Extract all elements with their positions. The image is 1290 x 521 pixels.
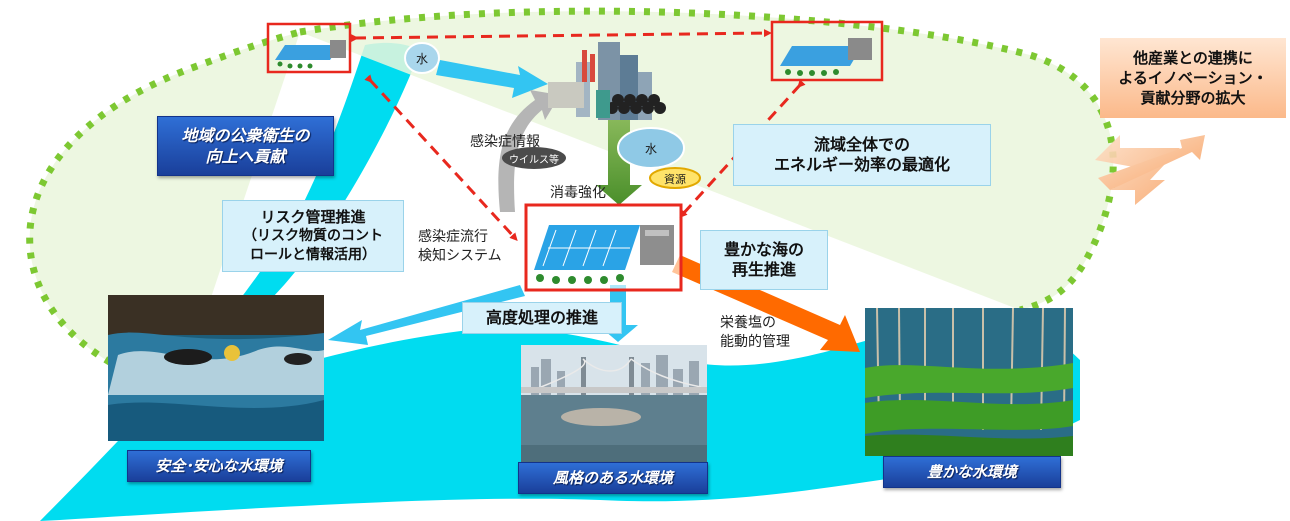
advanced-treatment-label: 高度処理の推進 [485, 308, 598, 327]
epidemic-line-1: 感染症流行 [418, 229, 488, 245]
dotted-region-border [26, 7, 1117, 394]
energy-line-1: 流域全体での [813, 135, 910, 154]
resource-badge [649, 167, 701, 189]
red-dashed-right [679, 79, 806, 218]
water-badge-center [617, 127, 685, 169]
water-badge-top [404, 42, 440, 74]
city-to-plant-arrow [596, 120, 642, 205]
industry-line-2: よるイノベーション・ [1118, 69, 1268, 87]
infection-info-arrow [498, 90, 560, 212]
water-label-top: 水 [415, 52, 428, 66]
infection-info-label: 感染症情報 [470, 134, 540, 150]
sea-line-2: 再生推進 [731, 260, 796, 279]
risk-line-1: リスク管理推進 [260, 207, 366, 226]
risk-line-3: ロールと情報活用） [250, 246, 376, 263]
rich-environment-banner: 豊かな水環境 [883, 456, 1061, 488]
energy-line-2: エネルギー効率の最適化 [773, 155, 950, 174]
disinfection-label: 消毒強化 [550, 185, 606, 201]
dignified-environment-banner: 風格のある水環境 [518, 462, 708, 494]
risk-line-2: （リスク物質のコント [243, 227, 383, 244]
plant-top-right [770, 20, 884, 82]
nutrient-line-1: 栄養塩の [720, 315, 776, 331]
virus-badge [502, 147, 566, 169]
rich-sea-box: 豊かな海の 再生推進 [700, 230, 828, 290]
sea-line-1: 豊かな海の [723, 240, 804, 259]
seaweed-farm-photo [865, 308, 1073, 456]
resource-label: 資源 [664, 173, 686, 186]
energy-efficiency-box: 流域全体での エネルギー効率の最適化 [733, 124, 991, 186]
collaboration-double-arrow [1095, 135, 1180, 205]
industry-collaboration-box: 他産業との連携に よるイノベーション・ 貢献分野の拡大 [1100, 38, 1286, 118]
virus-label: ウイルス等 [509, 155, 559, 166]
safe-environment-banner: 安全･安心な水環境 [127, 450, 311, 482]
plant-to-safe-arrow [328, 285, 525, 345]
nutrient-label: 栄養塩の 能動的管理 [720, 314, 790, 352]
epidemic-detection-label: 感染症流行 検知システム [418, 228, 502, 266]
industry-line-1: 他産業との連携に [1133, 49, 1253, 67]
bridge-photo [521, 345, 707, 465]
epidemic-line-2: 検知システム [418, 248, 502, 264]
water-to-city-arrow [436, 60, 548, 98]
plant-center [524, 203, 683, 292]
water-label-center: 水 [644, 142, 657, 156]
city-illustration [548, 42, 666, 120]
risk-management-box: リスク管理推進 （リスク物質のコント ロールと情報活用） [222, 200, 404, 272]
public-health-line-1: 地域の公衆衛生の [181, 126, 310, 145]
plant-top-left [266, 22, 352, 74]
public-health-line-2: 向上へ貢献 [205, 147, 286, 166]
red-dashed-top [350, 29, 772, 43]
industry-line-3: 貢献分野の拡大 [1140, 89, 1246, 107]
nutrient-line-2: 能動的管理 [720, 334, 790, 350]
advanced-treatment-box: 高度処理の推進 [462, 302, 622, 334]
swimmer-photo [108, 295, 324, 441]
public-health-banner: 地域の公衆衛生の 向上へ貢献 [157, 116, 334, 176]
